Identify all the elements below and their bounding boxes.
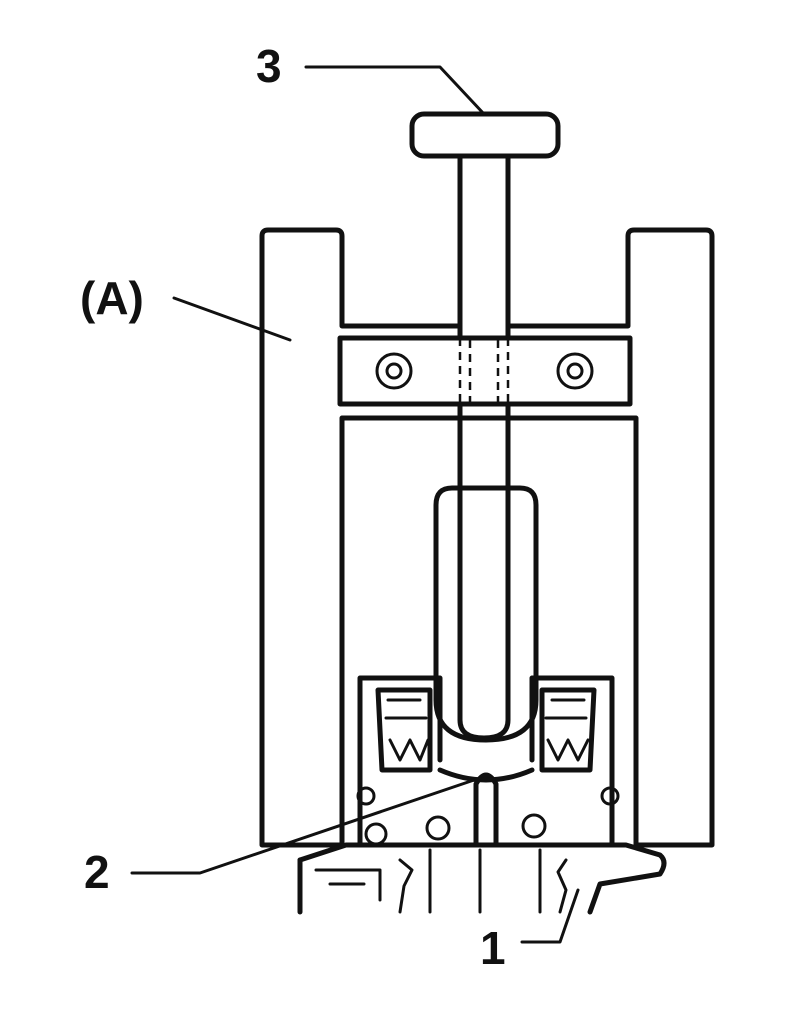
leader-lines	[130, 65, 580, 944]
forcing-screw	[409, 111, 561, 743]
left-bolt	[375, 352, 413, 390]
puller-frame	[259, 227, 715, 848]
right-bolt	[556, 352, 594, 390]
cross-bar	[337, 335, 633, 407]
t-handle	[409, 111, 561, 159]
screw-shaft-upper	[457, 153, 511, 341]
label-part-2: 2	[84, 846, 110, 898]
label-part-3: 3	[256, 40, 282, 92]
label-tool-a: (A)	[80, 272, 144, 324]
bearing-assembly	[297, 675, 667, 915]
label-part-1: 1	[480, 922, 506, 974]
